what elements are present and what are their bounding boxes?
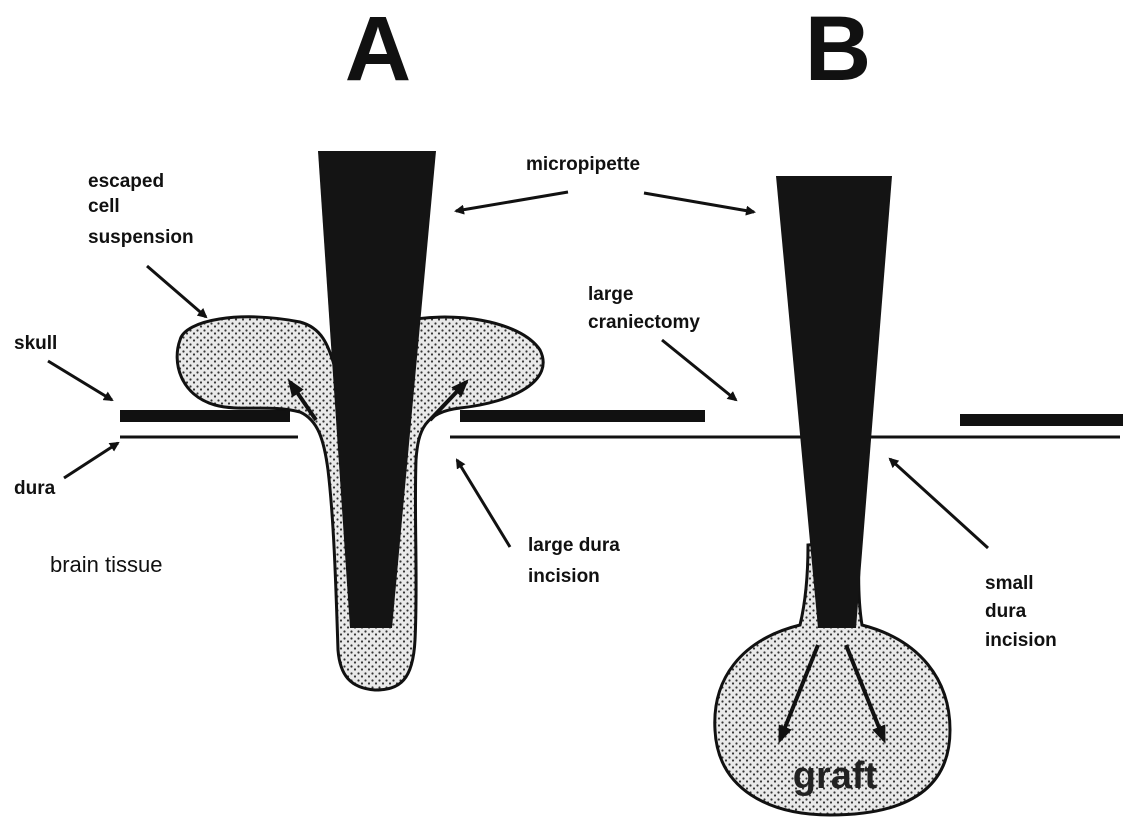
micropipette-label: micropipette bbox=[526, 154, 640, 175]
graft-label: graft bbox=[793, 755, 878, 797]
panel-a-letter: A bbox=[345, 0, 411, 100]
micropipette-pointer-a bbox=[456, 192, 568, 211]
micropipette-b bbox=[776, 176, 892, 628]
skull-right-a bbox=[460, 410, 705, 422]
brain-tissue-label: brain tissue bbox=[50, 552, 163, 577]
large-craniectomy-pointer bbox=[662, 340, 736, 400]
small-dura-incision-pointer bbox=[890, 459, 988, 548]
skull-pointer bbox=[48, 361, 112, 400]
skull-right-b bbox=[960, 414, 1123, 426]
dura-label: dura bbox=[14, 478, 56, 499]
dura-pointer bbox=[64, 443, 118, 478]
escaped-suspension-pointer bbox=[147, 266, 206, 317]
small-dura-incision-label: small dura incision bbox=[985, 573, 1057, 651]
skull-label: skull bbox=[14, 333, 57, 354]
large-dura-incision-pointer bbox=[457, 460, 510, 547]
micropipette-pointer-b bbox=[644, 193, 754, 212]
large-craniectomy-label: large craniectomy bbox=[588, 284, 700, 333]
escaped-cell-suspension-label: escaped cell suspension bbox=[88, 171, 194, 248]
panel-b-letter: B bbox=[805, 0, 871, 100]
large-dura-incision-label: large dura incision bbox=[528, 535, 625, 587]
skull-left-a bbox=[120, 410, 290, 422]
